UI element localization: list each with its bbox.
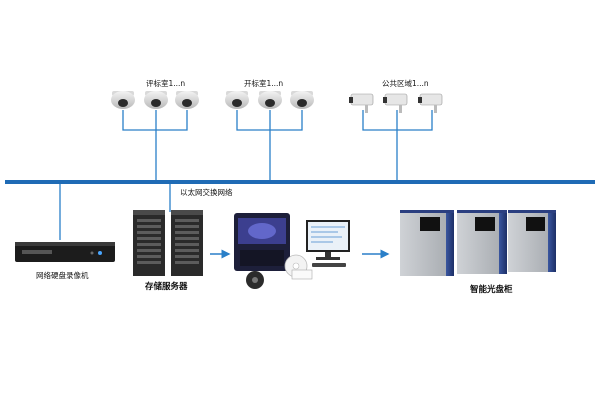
optical-cabinet-label: 智能光盘柜: [470, 285, 513, 295]
nvr-label: 网络硬盘录像机: [36, 271, 89, 280]
dome-camera-icon: [144, 91, 168, 109]
bullet-camera-icon: [418, 93, 443, 113]
group-label-public-area: 公共区域1...n: [382, 79, 429, 88]
network-label: 以太网交换网络: [180, 188, 233, 197]
storage-server-icon: [133, 210, 203, 276]
storage-server-label: 存储服务器: [145, 282, 188, 292]
group-label-bid-opening-room: 开标室1...n: [244, 79, 284, 88]
bullet-cameras-public-area: [349, 93, 443, 113]
dome-camera-icon: [225, 91, 249, 109]
dome-camera-icon: [290, 91, 314, 109]
camera-connectors: [59, 110, 433, 240]
bullet-camera-icon: [349, 93, 374, 113]
optical-cabinet-icon: [400, 210, 556, 276]
dome-cameras-review-room: [111, 91, 199, 109]
bullet-camera-icon: [383, 93, 408, 113]
dome-cameras-bid-opening-room: [225, 91, 314, 109]
nvr-device-icon: [15, 242, 115, 262]
disc-media-icon: [284, 254, 313, 280]
dome-camera-icon: [111, 91, 135, 109]
disc-publisher-icon: [234, 213, 290, 289]
dome-camera-icon: [258, 91, 282, 109]
group-label-review-room: 评标室1...n: [146, 79, 186, 88]
monitor-icon: [306, 220, 350, 267]
ethernet-bus-line: [5, 180, 595, 184]
dome-camera-icon: [175, 91, 199, 109]
